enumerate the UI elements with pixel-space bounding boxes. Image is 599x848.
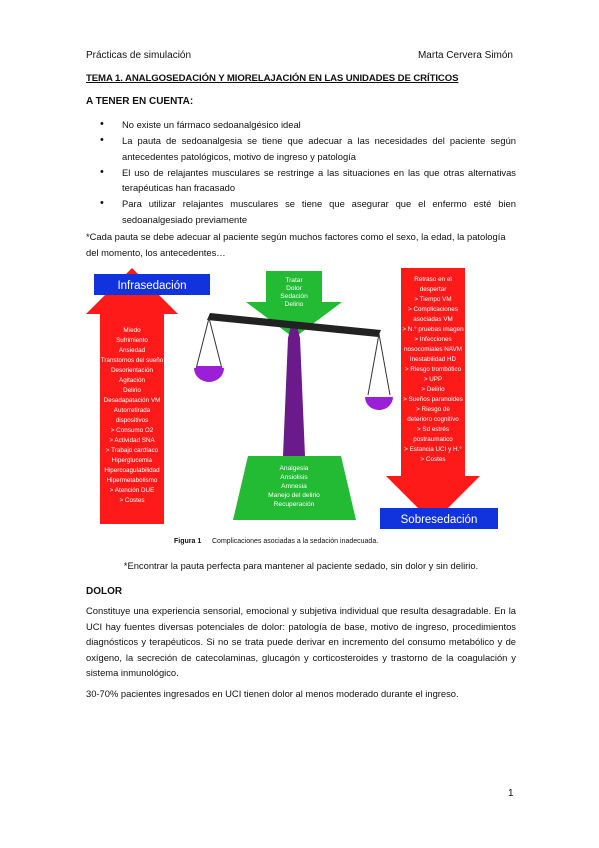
paragraph-dolor: Constituye una experiencia sensorial, em… bbox=[86, 605, 516, 679]
infrasedation-arrow bbox=[86, 268, 178, 524]
oversedation-item: > Tiempo VM bbox=[414, 296, 451, 303]
oversedation-item: > Riesgo de bbox=[416, 406, 450, 413]
infrasedation-item: Transtornos del sueño bbox=[101, 357, 164, 364]
bullet-item: La pauta de sedoanalgesia se tiene que a… bbox=[100, 133, 516, 164]
infrasedation-item: dispositivos bbox=[116, 417, 149, 424]
section-title-dolor: DOLOR bbox=[86, 586, 123, 597]
infrasedation-items: Miedo Sufrimiento Ansiedad Transtornos d… bbox=[101, 327, 164, 504]
infrasedation-item: Hipercoagulabilidad bbox=[104, 467, 160, 474]
oversedation-label: Sobresedación bbox=[401, 514, 478, 526]
oversedation-label-box bbox=[380, 508, 498, 529]
header-right: Marta Cervera Simón bbox=[417, 50, 513, 61]
treat-item: Dolor bbox=[286, 285, 303, 292]
bullet-list: No existe un fármaco sedoanalgésico idea… bbox=[100, 117, 516, 228]
infrasedation-label: Infrasedación bbox=[117, 280, 186, 292]
infrasedation-label-box bbox=[94, 274, 210, 295]
infrasedation-item: > Consumo O2 bbox=[111, 427, 154, 434]
oversedation-item: > UPP bbox=[424, 376, 442, 383]
oversedation-item: > Complicaciones bbox=[408, 306, 458, 313]
paragraph-statistic: 30-70% pacientes ingresados en UCI tiene… bbox=[86, 688, 459, 699]
base-item: Recuperación bbox=[274, 501, 315, 508]
oversedation-item: > Delirio bbox=[421, 386, 445, 393]
base-item: Ansiolisis bbox=[280, 474, 308, 481]
infrasedation-item: Delirio bbox=[123, 387, 141, 394]
oversedation-item: deterioro cognitivo bbox=[407, 416, 459, 423]
note-pauta: *Cada pauta se debe adecuar al paciente … bbox=[86, 231, 506, 258]
base-item: Amnesia bbox=[281, 483, 307, 490]
header-left: Prácticas de simulación bbox=[86, 50, 192, 61]
right-pan-string bbox=[378, 333, 391, 396]
infrasedation-item: > Costes bbox=[119, 497, 144, 504]
document-title: TEMA 1. ANALGOSEDACIÓN Y MIORELAJACIÓN E… bbox=[86, 73, 459, 84]
balance-base bbox=[233, 456, 356, 520]
treat-item: Delirio bbox=[285, 301, 304, 308]
infrasedation-item: Hipermetabolismo bbox=[107, 477, 158, 484]
infrasedation-item: Miedo bbox=[123, 327, 141, 334]
bullet-item: No existe un fármaco sedoanalgésico idea… bbox=[100, 117, 516, 133]
sedation-balance-figure: Infrasedación Sobresedación bbox=[86, 266, 516, 551]
infrasedation-item: Desadapatación VM bbox=[104, 397, 161, 404]
infrasedation-item: Hiperglucemia bbox=[112, 457, 153, 464]
base-item: Analgesia bbox=[280, 465, 309, 472]
infrasedation-item: > Actividad SNA bbox=[109, 437, 155, 444]
treat-arrow-text: Tratar Dolor Sedación Delirio bbox=[280, 277, 308, 308]
oversedation-item: postraumatico bbox=[413, 436, 453, 443]
section-subtitle: A TENER EN CUENTA: bbox=[86, 96, 194, 107]
treat-item: Sedación bbox=[280, 293, 308, 300]
figure-caption-label: Figura 1 bbox=[174, 538, 201, 545]
bullet-item: Para utilizar relajantes musculares se t… bbox=[100, 196, 516, 227]
infrasedation-item: Sufrimiento bbox=[116, 337, 148, 344]
left-pan-string bbox=[208, 317, 223, 370]
oversedation-item: asociadas VM bbox=[413, 316, 453, 323]
oversedation-item: > Sd estrés bbox=[417, 426, 449, 433]
right-pan-string bbox=[367, 333, 380, 396]
oversedation-item: > Estancia UCI y H.° bbox=[404, 445, 462, 453]
oversedation-item: despertar bbox=[420, 286, 447, 293]
balance-diagram: Infrasedación Sobresedación bbox=[86, 268, 498, 545]
oversedation-item: > Sueños paranoides bbox=[403, 396, 463, 403]
right-pan-bowl bbox=[365, 397, 393, 410]
infrasedation-item: > Trabajo cardíaco bbox=[106, 447, 159, 454]
infrasedation-item: Agitación bbox=[119, 377, 145, 384]
oversedation-item: > N.° pruebas imagen bbox=[402, 325, 464, 333]
oversedation-item: > Costes bbox=[420, 456, 445, 463]
left-pan-string bbox=[195, 317, 210, 370]
oversedation-items: Retraso en el despertar > Tiempo VM > Co… bbox=[402, 276, 464, 463]
infrasedation-item: Ansiedad bbox=[119, 347, 146, 354]
base-items: Analgesia Ansiolisis Amnesia Manejo del … bbox=[268, 465, 320, 508]
base-item: Manejo del delirio bbox=[268, 492, 320, 499]
oversedation-item: nosocomiales NAVM bbox=[404, 346, 462, 353]
figure-caption-text: Complicaciones asociadas a la sedación i… bbox=[212, 538, 378, 545]
balance-pillar bbox=[283, 326, 305, 456]
page-number: 1 bbox=[508, 788, 514, 799]
bullet-item: El uso de relajantes musculares se restr… bbox=[100, 165, 516, 196]
oversedation-arrow bbox=[386, 268, 480, 523]
oversedation-item: > Infecciones bbox=[414, 336, 451, 343]
treat-arrow bbox=[246, 271, 342, 338]
infrasedation-item: Autorretirada bbox=[114, 407, 151, 414]
oversedation-item: Retraso en el bbox=[414, 276, 451, 283]
left-pan-bowl bbox=[194, 368, 224, 382]
oversedation-item: > Riesgo trombótico bbox=[405, 366, 462, 373]
oversedation-item: Inestabilidad HD bbox=[410, 356, 457, 363]
infrasedation-item: Desorientación bbox=[111, 367, 154, 374]
treat-item: Tratar bbox=[285, 277, 303, 284]
balance-beam bbox=[207, 313, 381, 337]
infrasedation-item: > Atención DUE bbox=[110, 487, 155, 494]
note-pauta-perfecta: *Encontrar la pauta perfecta para manten… bbox=[123, 560, 479, 571]
